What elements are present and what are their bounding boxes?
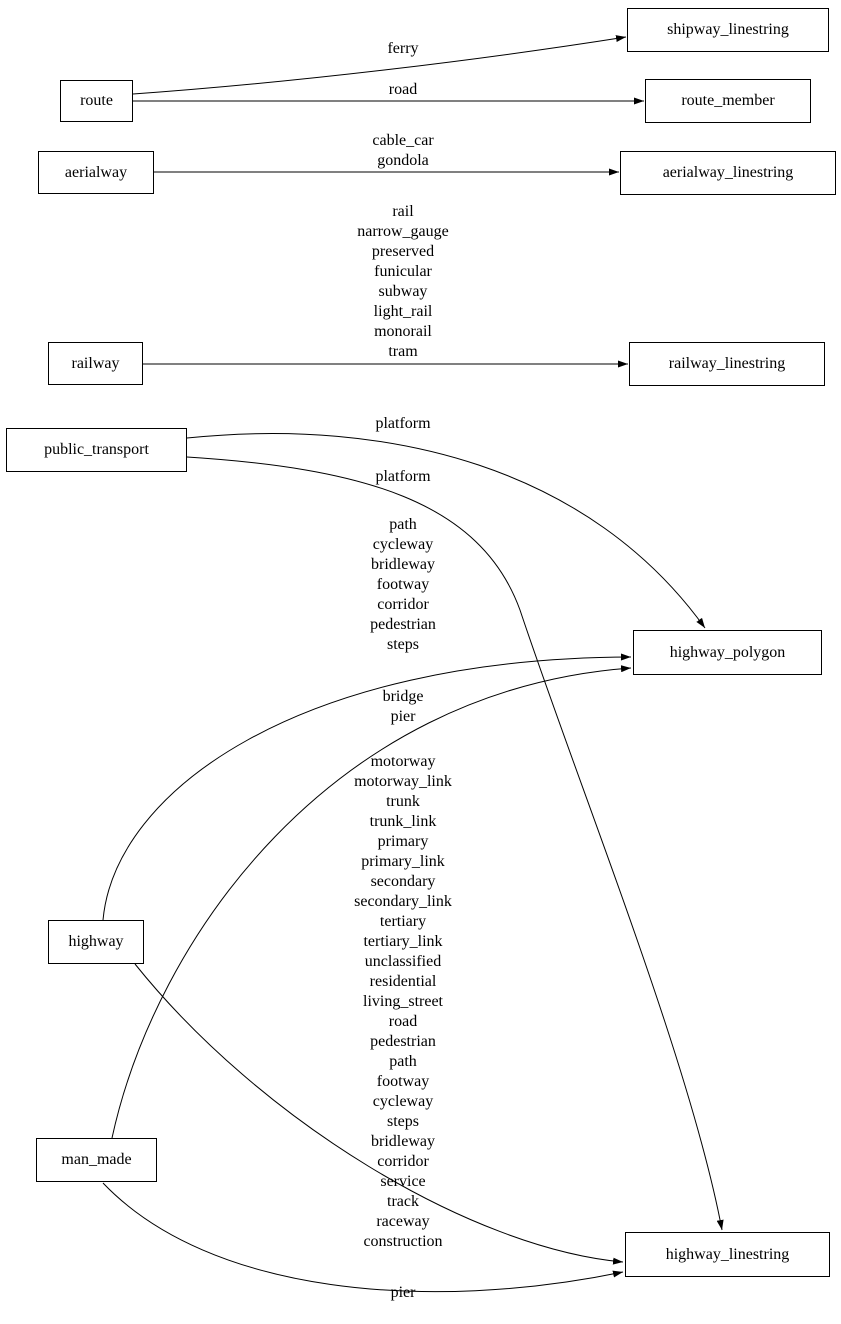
edge-public_transport-highway_polygon bbox=[186, 433, 706, 629]
edge-label-public_transport-highway_linestring: platform bbox=[375, 468, 431, 485]
node-highway_linestring: highway_linestring bbox=[625, 1232, 830, 1277]
node-shipway_linestring: shipway_linestring bbox=[627, 8, 829, 52]
node-man_made: man_made bbox=[36, 1138, 157, 1182]
edge-label-public_transport-highway_polygon: platform bbox=[375, 415, 431, 432]
edge-route-shipway_linestring bbox=[132, 35, 627, 95]
node-public_transport: public_transport bbox=[6, 428, 187, 472]
edge-label-highway-highway_polygon: path cycleway bridleway footway corridor… bbox=[370, 516, 436, 653]
node-aerialway: aerialway bbox=[38, 151, 154, 194]
node-highway_polygon: highway_polygon bbox=[633, 630, 822, 675]
edge-label-highway-highway_linestring: motorway motorway_link trunk trunk_link … bbox=[354, 753, 452, 1250]
edge-man_made-highway_polygon bbox=[111, 665, 632, 1139]
node-railway_linestring: railway_linestring bbox=[629, 342, 825, 386]
edge-public_transport-highway_linestring bbox=[186, 456, 724, 1231]
node-railway: railway bbox=[48, 342, 143, 385]
edge-label-man_made-highway_linestring: pier bbox=[390, 1284, 416, 1301]
edge-man_made-highway_linestring bbox=[102, 1182, 624, 1293]
edge-highway-highway_linestring bbox=[134, 963, 624, 1265]
edge-label-railway-railway_linestring: rail narrow_gauge preserved funicular su… bbox=[357, 203, 449, 360]
edge-label-route-shipway_linestring: ferry bbox=[387, 40, 419, 57]
node-route: route bbox=[60, 80, 133, 122]
edge-label-route-route_member: road bbox=[388, 81, 418, 98]
edge-label-aerialway-aerialway_linestring: cable_car gondola bbox=[372, 132, 434, 169]
node-aerialway_linestring: aerialway_linestring bbox=[620, 151, 836, 195]
node-highway: highway bbox=[48, 920, 144, 964]
node-route_member: route_member bbox=[645, 79, 811, 123]
edge-highway-highway_polygon bbox=[102, 653, 632, 921]
edge-label-man_made-highway_polygon: bridge pier bbox=[382, 688, 424, 725]
